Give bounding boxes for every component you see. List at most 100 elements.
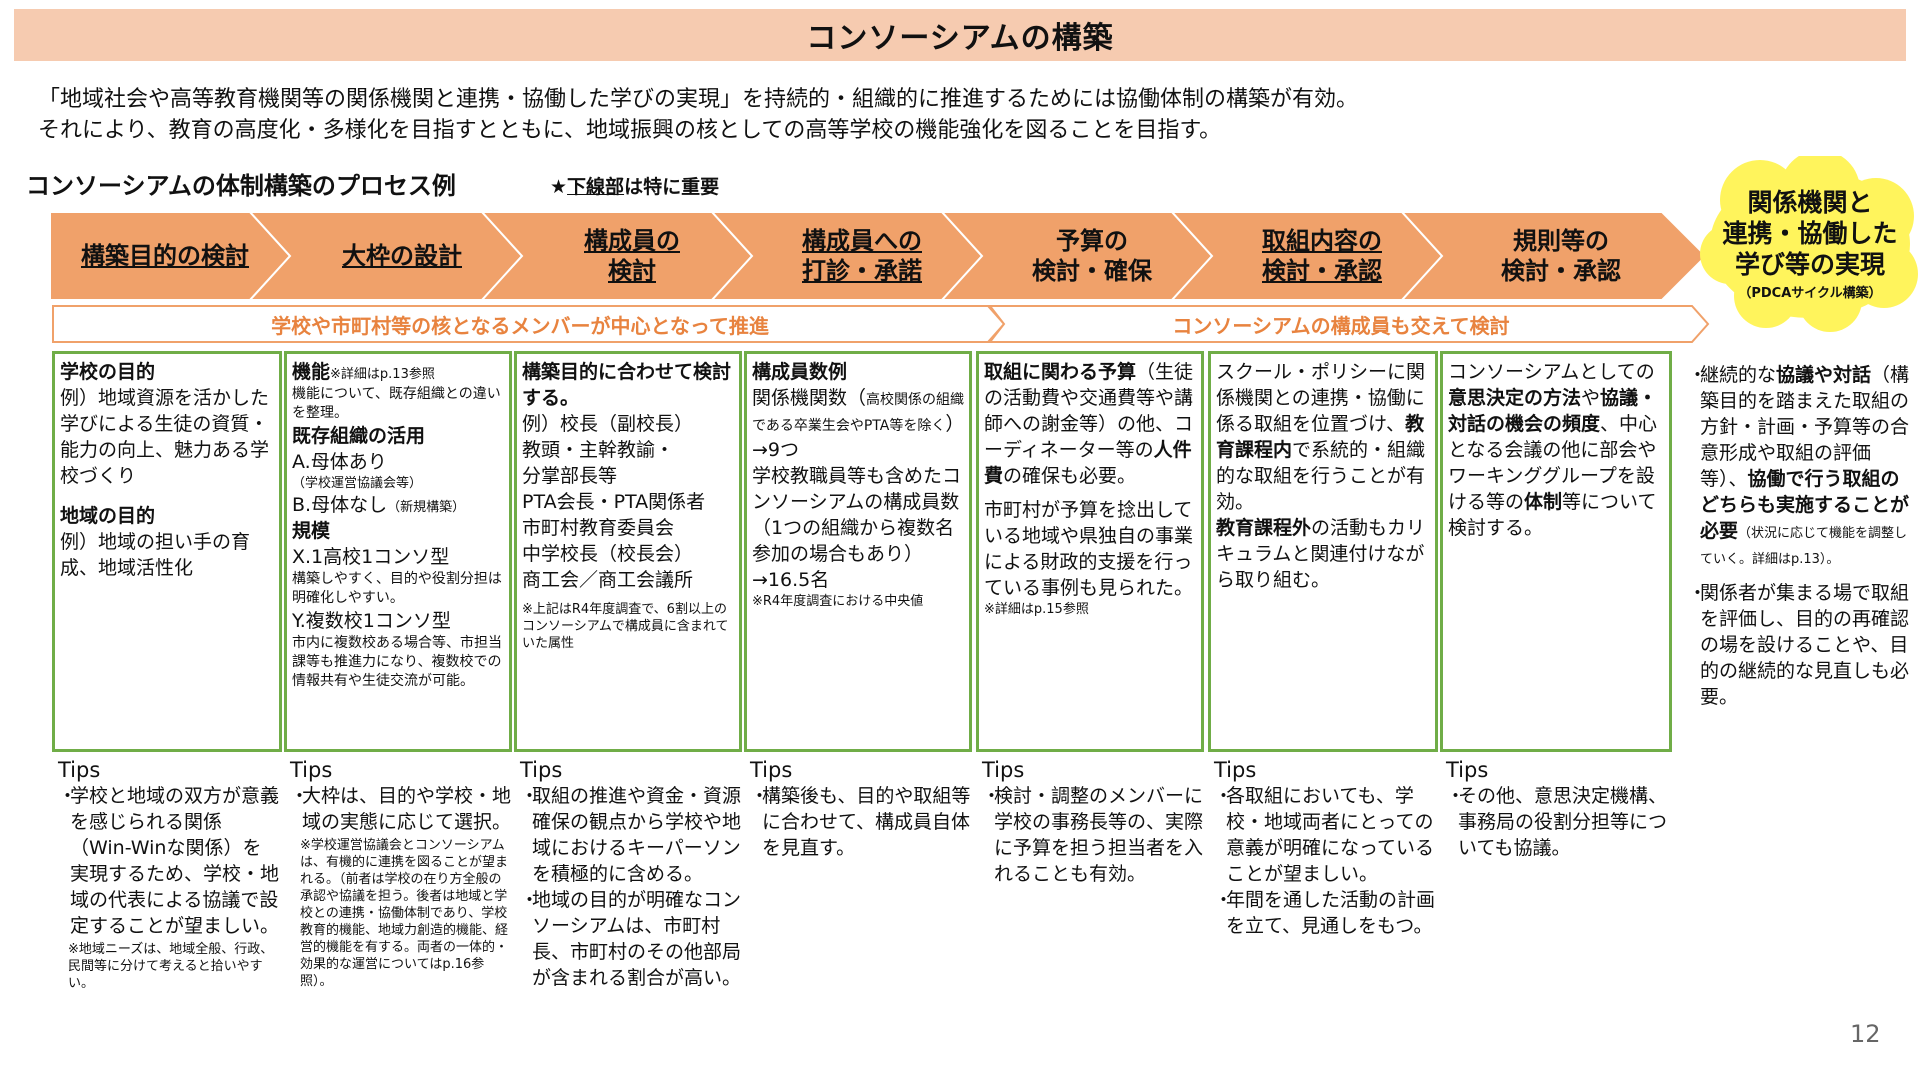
option-b-note: （新規構築） bbox=[387, 500, 466, 515]
chevron-arrow-shapes bbox=[50, 212, 1708, 300]
goal-subtitle: （PDCAサイクル構築） bbox=[1738, 286, 1882, 301]
goal-line-3: 学び等の実現 bbox=[1734, 250, 1885, 279]
decision-method: 意思決定の方法 bbox=[1448, 387, 1582, 409]
goal-detail-2: ・ 関係者が集まる場で取組を評価し、目的の再確認の場を設けることや、目的の継続的… bbox=[1688, 582, 1910, 708]
goal-detail-text: 継続的な bbox=[1700, 364, 1777, 386]
step-6: 取組内容の検討・承認 bbox=[1206, 212, 1438, 300]
tip-item: その他、意思決定機構、事務局の役割分担等についても協議。 bbox=[1458, 785, 1668, 859]
box-budget: 取組に関わる予算（生徒の活動費や交通費等や講師への謝金等）の他、コーディネーター… bbox=[976, 351, 1204, 752]
member-line: 分掌部長等 bbox=[522, 465, 618, 487]
region-purpose-text: 例）地域の担い手の育成、地域活性化 bbox=[60, 531, 251, 579]
step-7-line2: 検討・承認 bbox=[1501, 257, 1621, 285]
member-line: 例）校長（副校長） bbox=[522, 413, 694, 435]
budget-text: （生徒の活動費や交通費等や講師への謝金等）の他、コーディネーター等の bbox=[984, 361, 1194, 461]
member-count-small: 高校関係の組織である卒業生会やPTA等を除く bbox=[752, 392, 965, 434]
step-4: 構成員への打診・承諾 bbox=[746, 212, 978, 300]
tip-item: 各取組においても、学校・地域両者にとっての意義が明確になっていることが望ましい。 bbox=[1226, 785, 1435, 885]
tips-label: Tips bbox=[1446, 758, 1489, 782]
step-3: 構成員の検討 bbox=[516, 212, 748, 300]
existing-org-heading: 既存組織の活用 bbox=[292, 425, 426, 447]
option-x-note: 構築しやすく、目的や役割分担は明確化しやすい。 bbox=[292, 571, 502, 606]
budget-note: ※詳細はp.15参照 bbox=[984, 602, 1089, 617]
member-count-text-a: 関係機関数（ bbox=[752, 387, 867, 409]
member-line: 教頭・主幹教諭・ bbox=[522, 439, 675, 461]
school-purpose-text: 例）地域資源を活かした学びによる生徒の資質・能力の向上、魅力ある学校づくり bbox=[60, 387, 270, 487]
activities-text-end: で系統的・組織的な取組を行うことが有効。 bbox=[1216, 439, 1426, 513]
tips-7: Tips ・その他、意思決定機構、事務局の役割分担等についても協議。 bbox=[1446, 757, 1672, 861]
function-text: 機能について、既存組織との違いを整理。 bbox=[292, 386, 501, 421]
region-purpose-heading: 地域の目的 bbox=[60, 505, 156, 527]
goal-detail-text: 関係者が集まる場で取組を評価し、目的の再確認の場を設けることや、目的の継続的な見… bbox=[1700, 582, 1910, 708]
school-purpose-heading: 学校の目的 bbox=[60, 361, 156, 383]
step-7: 規則等の検討・承認 bbox=[1436, 212, 1686, 300]
tip-note: ※学校運営協議会とコンソーシアムは、有機的に連携を図ることが望まれる。（前者は学… bbox=[300, 838, 509, 989]
member-count-total: 学校教職員等も含めたコンソーシアムの構成員数（1つの組織から複数名参加の場合もあ… bbox=[752, 465, 962, 591]
members-heading: 構築目的に合わせて検討する。 bbox=[522, 361, 732, 409]
chevron-3 bbox=[480, 212, 754, 300]
budget-example: 市町村が予算を捻出している地域や県独自の事業による財政的支援を行っている事例も見… bbox=[984, 499, 1194, 599]
chevron-4 bbox=[710, 212, 984, 300]
goal-line-1: 関係機関と bbox=[1747, 188, 1873, 217]
box-member-count: 構成員数例 関係機関数（高校関係の組織である卒業生会やPTA等を除く）→9つ 学… bbox=[744, 351, 972, 752]
page-title: コンソーシアムの構築 bbox=[806, 21, 1114, 56]
member-count-heading: 構成員数例 bbox=[752, 361, 848, 383]
step-5-line1: 予算の bbox=[1056, 227, 1128, 255]
scale-heading: 規模 bbox=[292, 520, 331, 542]
option-b: B.母体なし bbox=[292, 494, 388, 516]
tips-label: Tips bbox=[1214, 758, 1257, 782]
step-1: 構築目的の検討 bbox=[50, 212, 280, 300]
option-x: X.1高校1コンソ型 bbox=[292, 546, 450, 568]
extra-curriculum: 教育課程外 bbox=[1216, 517, 1312, 539]
step-6-line1: 取組内容の bbox=[1262, 227, 1382, 255]
importance-note: ★下線部は特に重要 bbox=[550, 172, 719, 199]
chevron-2 bbox=[248, 212, 524, 300]
goal-detail-note: （状況に応じて機能を調整していく。詳細はp.13）。 bbox=[1700, 526, 1908, 567]
box-members: 構築目的に合わせて検討する。 例）校長（副校長） 教頭・主幹教諭・ 分掌部長等 … bbox=[514, 351, 742, 752]
step-4-line1: 構成員への bbox=[802, 227, 922, 255]
page-number: 12 bbox=[1850, 1020, 1881, 1048]
member-line: 市町村教育委員会 bbox=[522, 517, 675, 539]
tips-label: Tips bbox=[290, 758, 333, 782]
process-steps: 構築目的の検討 大枠の設計 構成員の検討 構成員への打診・承諾 予算の検討・確保… bbox=[50, 212, 1708, 300]
goal-detail-text: （構築目的を踏まえた取組の方針・計画・予算等の合意形成や取組の評価等）、 bbox=[1700, 364, 1910, 490]
chevron-7 bbox=[1400, 212, 1708, 300]
tips-1: Tips ・学校と地域の双方が意義を感じられる関係（Win-Winな関係）を実現… bbox=[58, 758, 280, 991]
tip-item: 学校と地域の双方が意義を感じられる関係（Win-Winな関係）を実現するため、学… bbox=[70, 785, 280, 937]
step-2: 大枠の設計 bbox=[286, 212, 518, 300]
member-line: 商工会／商工会議所 bbox=[522, 569, 694, 591]
structure: 体制 bbox=[1524, 491, 1563, 513]
activities-text: スクール・ポリシーに関係機関との連携・協働に係る取組を位置づけ、 bbox=[1216, 361, 1426, 435]
step-2-label: 大枠の設計 bbox=[342, 242, 462, 270]
phase-1-label: 学校や市町村等の核となるメンバーが中心となって推進 bbox=[271, 313, 769, 338]
intro-line-2: それにより、教育の高度化・多様化を目指すとともに、地域振興の核としての高等学校の… bbox=[38, 118, 1222, 143]
step-6-line2: 検討・承認 bbox=[1262, 257, 1382, 285]
step-4-line2: 打診・承諾 bbox=[802, 257, 922, 285]
goal-details: ・ 継続的な協議や対話（構築目的を踏まえた取組の方針・計画・予算等の合意形成や取… bbox=[1688, 362, 1910, 710]
tip-item: 取組の推進や資金・資源確保の観点から学校や地域におけるキーパーソンを積極的に含め… bbox=[532, 785, 742, 885]
title-bar: コンソーシアムの構築 bbox=[14, 9, 1906, 61]
extra-curriculum-text: の活動もカリキュラムと関連付けながら取り組む。 bbox=[1216, 517, 1426, 591]
goal-cloud-shape bbox=[1700, 156, 1918, 332]
budget-text-end: の確保も必要。 bbox=[1003, 465, 1137, 487]
tip-item: 検討・調整のメンバーに学校の事務長等の、実際に予算を担う担当者を入れることも有効… bbox=[994, 785, 1204, 885]
intro-text: 「地域社会や高等教育機関等の関係機関と連携・協働した学びの実現」を持続的・組織的… bbox=[38, 84, 1898, 146]
goal-cloud: 関係機関と 連携・協働した 学び等の実現 （PDCAサイクル構築） bbox=[1706, 162, 1914, 326]
process-heading: コンソーシアムの体制構築のプロセス例 bbox=[26, 172, 456, 200]
member-count-text-b: ）→9つ bbox=[752, 413, 955, 461]
tips-2: Tips ・大枠は、目的や学校・地域の実態に応じて選択。 ※学校運営協議会とコン… bbox=[290, 758, 512, 989]
option-y: Y.複数校1コンソ型 bbox=[292, 610, 451, 632]
tip-item: 年間を通した活動の計画を立て、見通しをもつ。 bbox=[1226, 889, 1436, 937]
goal-line-2: 連携・協働した bbox=[1722, 219, 1898, 248]
tip-note: ※地域ニーズは、地域全般、行政、民間等に分けて考えると拾いやすい。 bbox=[68, 942, 274, 991]
option-y-note: 市内に複数校ある場合等、市担当課等も推進力になり、複数校での情報共有や生徒交流が… bbox=[292, 635, 502, 689]
note-suffix: は特に重要 bbox=[624, 176, 720, 198]
phase-arrow-2 bbox=[987, 305, 1710, 343]
step-7-line1: 規則等の bbox=[1513, 227, 1609, 255]
personnel-cost: 人件費 bbox=[984, 439, 1192, 487]
rules-text: コンソーシアムとしての bbox=[1448, 361, 1655, 383]
step-5: 予算の検討・確保 bbox=[976, 212, 1208, 300]
tip-item: 構築後も、目的や取組等に合わせて、構成員自体を見直す。 bbox=[762, 785, 971, 859]
intro-line-1: 「地域社会や高等教育機関等の関係機関と連携・協働した学びの実現」を持続的・組織的… bbox=[38, 87, 1359, 112]
chevron-5 bbox=[940, 212, 1214, 300]
tips-6: Tips ・各取組においても、学校・地域両者にとっての意義が明確になっていること… bbox=[1214, 758, 1436, 937]
